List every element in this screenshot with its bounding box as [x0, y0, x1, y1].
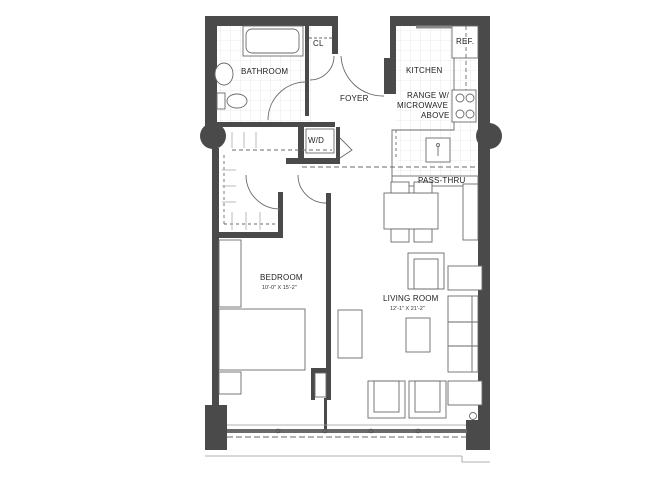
- side-table: [447, 265, 483, 291]
- lounge-chair-2: [408, 380, 447, 419]
- living-room-label: LIVING ROOM: [383, 294, 439, 303]
- bedroom-door-swing: [297, 174, 327, 204]
- entry-door-swing: [340, 55, 385, 97]
- bedroom-label: BEDROOM: [260, 273, 303, 282]
- kitchen-label: KITCHEN: [406, 66, 443, 75]
- closet-label: CL: [313, 39, 324, 48]
- bathroom-label: BATHROOM: [241, 67, 289, 76]
- exterior-walls: [200, 16, 502, 450]
- bathtub: [242, 25, 304, 57]
- armchair: [407, 252, 445, 290]
- sofa: [447, 295, 479, 373]
- closet-door-swing-bedroom: [245, 174, 281, 210]
- bedroom-dimensions: 10'-0" X 15'-2": [262, 285, 297, 291]
- dining-table: [383, 192, 439, 230]
- bed: [218, 308, 306, 371]
- toilet-bowl: [226, 93, 248, 109]
- nightstand: [218, 371, 242, 395]
- range-label-line2: MICROWAVE: [397, 101, 449, 110]
- console-table: [462, 183, 479, 241]
- foyer-label: FOYER: [340, 94, 369, 103]
- lounge-chair-1: [367, 380, 406, 419]
- range: [451, 89, 477, 123]
- bathtub-basin: [245, 28, 300, 54]
- bathroom-sink: [214, 62, 234, 86]
- washer-dryer: [305, 128, 335, 154]
- toilet-tank: [216, 92, 226, 110]
- bathroom-door-swing: [267, 81, 307, 121]
- washer-dryer-label: W/D: [308, 136, 325, 145]
- coffee-table: [405, 317, 431, 353]
- closet-door-swing: [309, 55, 335, 81]
- living-room-dimensions: 12'-1" X 21'-2": [390, 306, 425, 312]
- range-label-line3: ABOVE: [421, 111, 450, 120]
- floor-lamp: [469, 412, 477, 420]
- pass-thru-label: PASS-THRU: [418, 176, 466, 185]
- refrigerator-label: REF.: [456, 37, 475, 46]
- side-table-2: [447, 380, 483, 406]
- bedroom-closet-small: [314, 372, 327, 398]
- window-wall: [205, 424, 490, 463]
- range-label-line1: RANGE W/: [407, 91, 450, 100]
- pass-thru-counter: [391, 175, 479, 187]
- refrigerator: [451, 25, 479, 59]
- tv-unit: [337, 309, 363, 359]
- bedroom-dresser: [218, 239, 242, 308]
- closet-hangers: [222, 132, 261, 230]
